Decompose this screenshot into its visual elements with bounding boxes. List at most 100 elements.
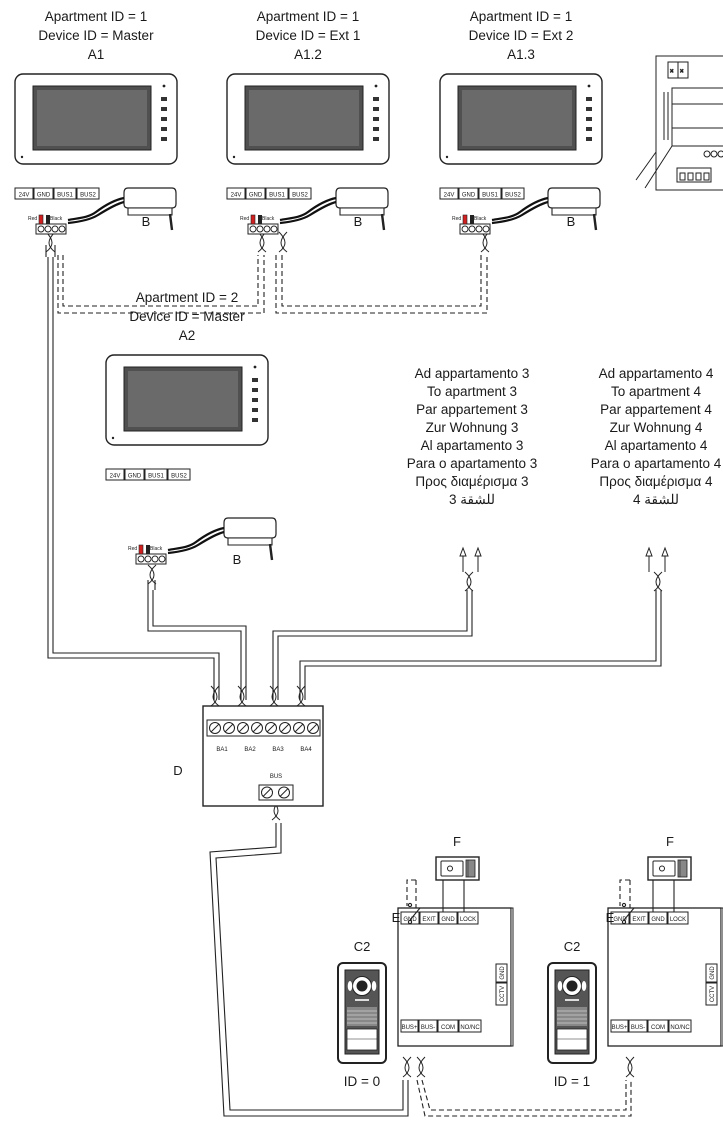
terminal-label: BUS1 [482,193,498,199]
terminal-label-box [144,468,168,481]
terminal-label-box [265,187,289,200]
terminal-label-box [226,187,246,200]
apartment-4-label: Zur Wohnung 4 [610,420,703,435]
distributor-port-label: BA3 [272,747,284,753]
outdoor-panel-2 [547,962,597,1064]
wire-label-black: Black [262,216,275,222]
station-terminal-label: GND [651,917,665,923]
power-supply-label: B [567,214,576,229]
station-terminal-label: BUS- [631,1025,645,1031]
terminal-label: 24V [444,193,455,199]
wire-label-red: Red [452,216,461,222]
station-terminal-top [667,911,689,925]
monitor-ref: A2 [179,328,196,343]
terminal-label-box [14,187,34,200]
terminal-label-box [124,468,145,481]
labels: Apartment ID = 1 Device ID = Master A1Apar… [28,9,722,1089]
station-terminal-bottom [628,1019,648,1033]
station-terminal-top [438,911,458,925]
station-terminal-label: GND [441,917,455,923]
monitor-device-id: Device ID = Master [129,309,245,324]
monitor-ref: A1 [88,47,105,62]
terminal-label-box [501,187,525,200]
terminal-label-box [167,468,191,481]
distributor-port-label: BA2 [244,747,256,753]
apartment-3-label: Προς διαμέρισμα 3 [415,474,528,489]
distributor-d [202,705,324,807]
wire-label-red: Red [28,216,37,222]
station-terminal-bottom [400,1019,419,1033]
apartment-4-label: Al apartamento 4 [605,438,708,453]
terminal-label-box [245,187,266,200]
terminal-label-box [105,468,125,481]
terminal-label: GND [128,474,142,480]
terminal-label-box [478,187,502,200]
station-modules: GNDEXITGNDLOCKBUS+BUS-COMNO/NCGNDCCTVGND… [397,880,723,1047]
apartment-4-label: Par appartement 4 [600,402,712,417]
station-terminal-top [648,911,668,925]
terminal-label-box [33,187,54,200]
station-side-label: CCTV [710,986,716,1002]
terminal-label-box [76,187,100,200]
station-terminal-bottom [437,1019,459,1033]
terminal-label: BUS2 [505,193,521,199]
monitor-a1-2 [226,73,390,165]
exit-button-ref: E [606,910,615,925]
station-side-terminal [495,963,508,983]
monitor-a1 [14,73,178,165]
electric-lock-2 [647,856,692,881]
apartment-4-label: Ad appartamento 4 [599,366,714,381]
wire-twists [45,231,663,1078]
svg-text:×: × [680,69,684,75]
terminal-label: BUS1 [269,193,285,199]
distributor-port-label: BA4 [300,747,312,753]
station-terminal-top [457,911,479,925]
station-terminal-top [419,911,439,925]
exit-buttons [407,902,635,925]
dashed-extension-cables [57,255,632,1117]
wire-label-black: Black [50,216,63,222]
apartment-4-label: Para o apartamento 4 [591,456,722,471]
station-terminal-label: EXIT [632,917,646,923]
station-terminal-bottom [458,1019,482,1033]
distributor-ref: D [173,763,182,778]
station-terminal-label: COM [441,1025,455,1031]
apartment-3-label: للشقة 3 [449,492,495,507]
apartment-4-label: للشقة 4 [633,492,679,507]
monitor-ref: A1.3 [507,47,535,62]
outdoor-panel-1 [337,962,387,1064]
apartment-3-label: Par appartement 3 [416,402,528,417]
wire-label-red: Red [240,216,249,222]
monitor-device-id: Device ID = Ext 2 [469,28,574,43]
monitor-a2 [105,354,269,446]
station-terminal-bottom [647,1019,669,1033]
station-side-label: GND [500,966,506,980]
terminal-label: GND [37,193,51,199]
monitor-a1-3 [439,73,603,165]
distributor-port-label: BA1 [216,747,228,753]
terminal-label: 24V [110,474,121,480]
electric-lock-1 [435,856,480,881]
station-side-terminal [495,982,508,1006]
monitor-apartment-id: Apartment ID = 1 [45,9,147,24]
monitor-apartment-id: Apartment ID = 2 [136,290,238,305]
lock-ref: F [453,834,461,849]
terminal-label-box [53,187,77,200]
station-terminal-label: NO/NC [670,1025,690,1031]
station-terminal-top [629,911,649,925]
station-terminal-label: BUS- [421,1025,435,1031]
terminal-label: 24V [231,193,242,199]
apartment-3-label: Al apartamento 3 [421,438,524,453]
monitor-device-id: Device ID = Ext 1 [256,28,361,43]
power-supply-label: B [354,214,363,229]
station-terminal-label: BUS+ [612,1025,628,1031]
outdoor-id-label: ID = 0 [344,1074,380,1089]
terminal-label-box [458,187,479,200]
terminal-label: BUS2 [171,474,187,480]
station-side-terminal [705,963,718,983]
station-terminal-label: BUS+ [402,1025,418,1031]
distributor-bus-label: BUS [270,774,282,780]
station-terminal-label: EXIT [422,917,436,923]
